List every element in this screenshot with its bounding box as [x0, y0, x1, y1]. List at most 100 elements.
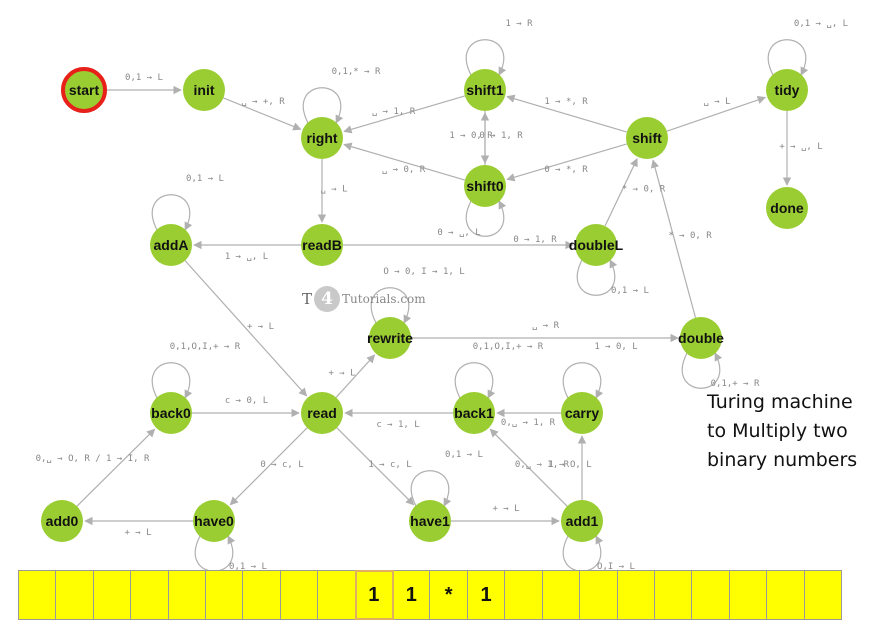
transition-label: + → L: [328, 369, 355, 379]
tape-cell: [692, 571, 730, 619]
state-label-have1: have1: [410, 513, 450, 529]
transition-label: 0 → *, R: [544, 165, 588, 175]
transition-label: 0 → c, L: [260, 460, 303, 470]
transition-arrow: [604, 158, 638, 227]
state-label-add0: add0: [46, 513, 79, 529]
state-node-read: [301, 392, 343, 434]
state-node-back0: [150, 392, 192, 434]
state-node-right: [301, 117, 343, 159]
transition-arrow: [465, 39, 507, 76]
transition-label: 0,1 → L: [445, 450, 483, 460]
transition-arrow: [370, 287, 412, 324]
tape-cell: [805, 571, 841, 619]
tape-cell: [243, 571, 281, 619]
state-label-doubleL: doubleL: [569, 237, 624, 253]
state-node-rewrite: [369, 317, 411, 359]
diagram-caption: Turing machine to Multiply two binary nu…: [707, 388, 867, 475]
transition-label: c → 0, L: [225, 396, 268, 406]
state-label-shift0: shift0: [466, 178, 504, 194]
state-label-add1: add1: [566, 513, 599, 529]
transition-label: 0,1,+ → R: [711, 379, 760, 389]
transition-label: 0 → ␣, L: [437, 228, 480, 238]
tape-cell: [19, 571, 57, 619]
state-node-have0: [193, 500, 235, 542]
state-node-shift: [626, 117, 668, 159]
watermark-t: T: [302, 290, 313, 308]
state-node-carry: [561, 392, 603, 434]
tape-cell: [131, 571, 169, 619]
transition-label: 1 → 0, L: [594, 342, 637, 352]
transition-arrow: [562, 362, 604, 399]
state-label-have0: have0: [194, 513, 234, 529]
transition-arrow: [489, 428, 568, 507]
transition-arrow: [650, 159, 697, 318]
transition-label: 1 → O, L: [548, 460, 591, 470]
transition-arrow: [335, 354, 376, 398]
state-label-start: start: [69, 82, 100, 98]
state-node-addA: [150, 224, 192, 266]
transition-label: 1 → *, R: [544, 97, 588, 107]
tape-cell: *: [430, 571, 468, 619]
transition-label: 0,1,* → R: [332, 67, 381, 77]
start-state-ring: [61, 67, 107, 113]
tape-cell: 1: [393, 571, 431, 619]
transition-arrow: [302, 87, 344, 124]
state-node-add0: [41, 500, 83, 542]
watermark-4: 4: [314, 286, 341, 312]
state-label-back0: back0: [151, 405, 191, 421]
tape-cell: [318, 571, 356, 619]
transition-arrow: [576, 259, 618, 296]
transition-arrow: [681, 352, 723, 389]
tape-cell: [169, 571, 207, 619]
tape-cell: [56, 571, 94, 619]
state-label-read: read: [307, 405, 337, 421]
transition-arrow: [343, 95, 466, 134]
transition-label: 1 → 0, R: [449, 131, 493, 141]
transition-label: 0 → 1, R: [479, 131, 523, 141]
transition-arrow: [184, 260, 308, 397]
caption-line: Turing machine: [707, 391, 853, 413]
transition-arrow: [465, 200, 507, 237]
transition-arrow: [506, 143, 628, 182]
state-node-done: [766, 187, 808, 229]
state-label-double: double: [678, 330, 724, 346]
tape-cell: 1: [468, 571, 506, 619]
state-node-shift0: [464, 165, 506, 207]
transition-label: 0,1 → L: [186, 174, 224, 184]
transition-arrow: [767, 39, 809, 76]
tape-cell: [281, 571, 319, 619]
transition-arrow: [223, 97, 302, 131]
transition-label: * → 0, R: [622, 185, 666, 195]
transition-arrow: [151, 362, 193, 399]
transition-label: ␣ → L: [320, 185, 347, 195]
transition-arrow: [666, 95, 767, 132]
transition-arrow: [76, 428, 156, 507]
transition-label: 0,1,O,I,+ → R: [170, 342, 241, 352]
state-node-start: [63, 69, 105, 111]
watermark-logo: T 4 Tutorials.com: [302, 284, 426, 314]
caption-line: to Multiply two: [707, 420, 848, 442]
transition-label: 0,1,O,I,+ → R: [473, 342, 544, 352]
watermark-text: Tutorials.com: [342, 292, 426, 306]
state-label-shift: shift: [632, 130, 662, 146]
transition-arrow: [454, 362, 496, 399]
transition-label: O → 0, I → 1, L: [383, 267, 464, 277]
tape-cell: [580, 571, 618, 619]
state-label-carry: carry: [565, 405, 599, 421]
transition-label: + → L: [124, 528, 151, 538]
tape-cell-head: 1: [354, 570, 395, 620]
transition-label: 0,1 → ␣, L: [794, 19, 848, 29]
state-node-shift1: [464, 69, 506, 111]
state-node-double: [680, 317, 722, 359]
transition-label: 1 → ␣, L: [225, 252, 268, 262]
tape-cell: [543, 571, 581, 619]
tape-cell: [618, 571, 655, 619]
transition-label: + → ␣, L: [779, 142, 822, 152]
transition-label: ␣ → R: [532, 321, 560, 331]
caption-line: binary numbers: [707, 449, 858, 471]
state-node-back1: [453, 392, 495, 434]
transition-label: ␣ → 1, R: [372, 107, 416, 117]
transition-label: 0,␣ → 1, R: [501, 418, 556, 428]
transition-label: 0,1 → L: [229, 562, 267, 572]
